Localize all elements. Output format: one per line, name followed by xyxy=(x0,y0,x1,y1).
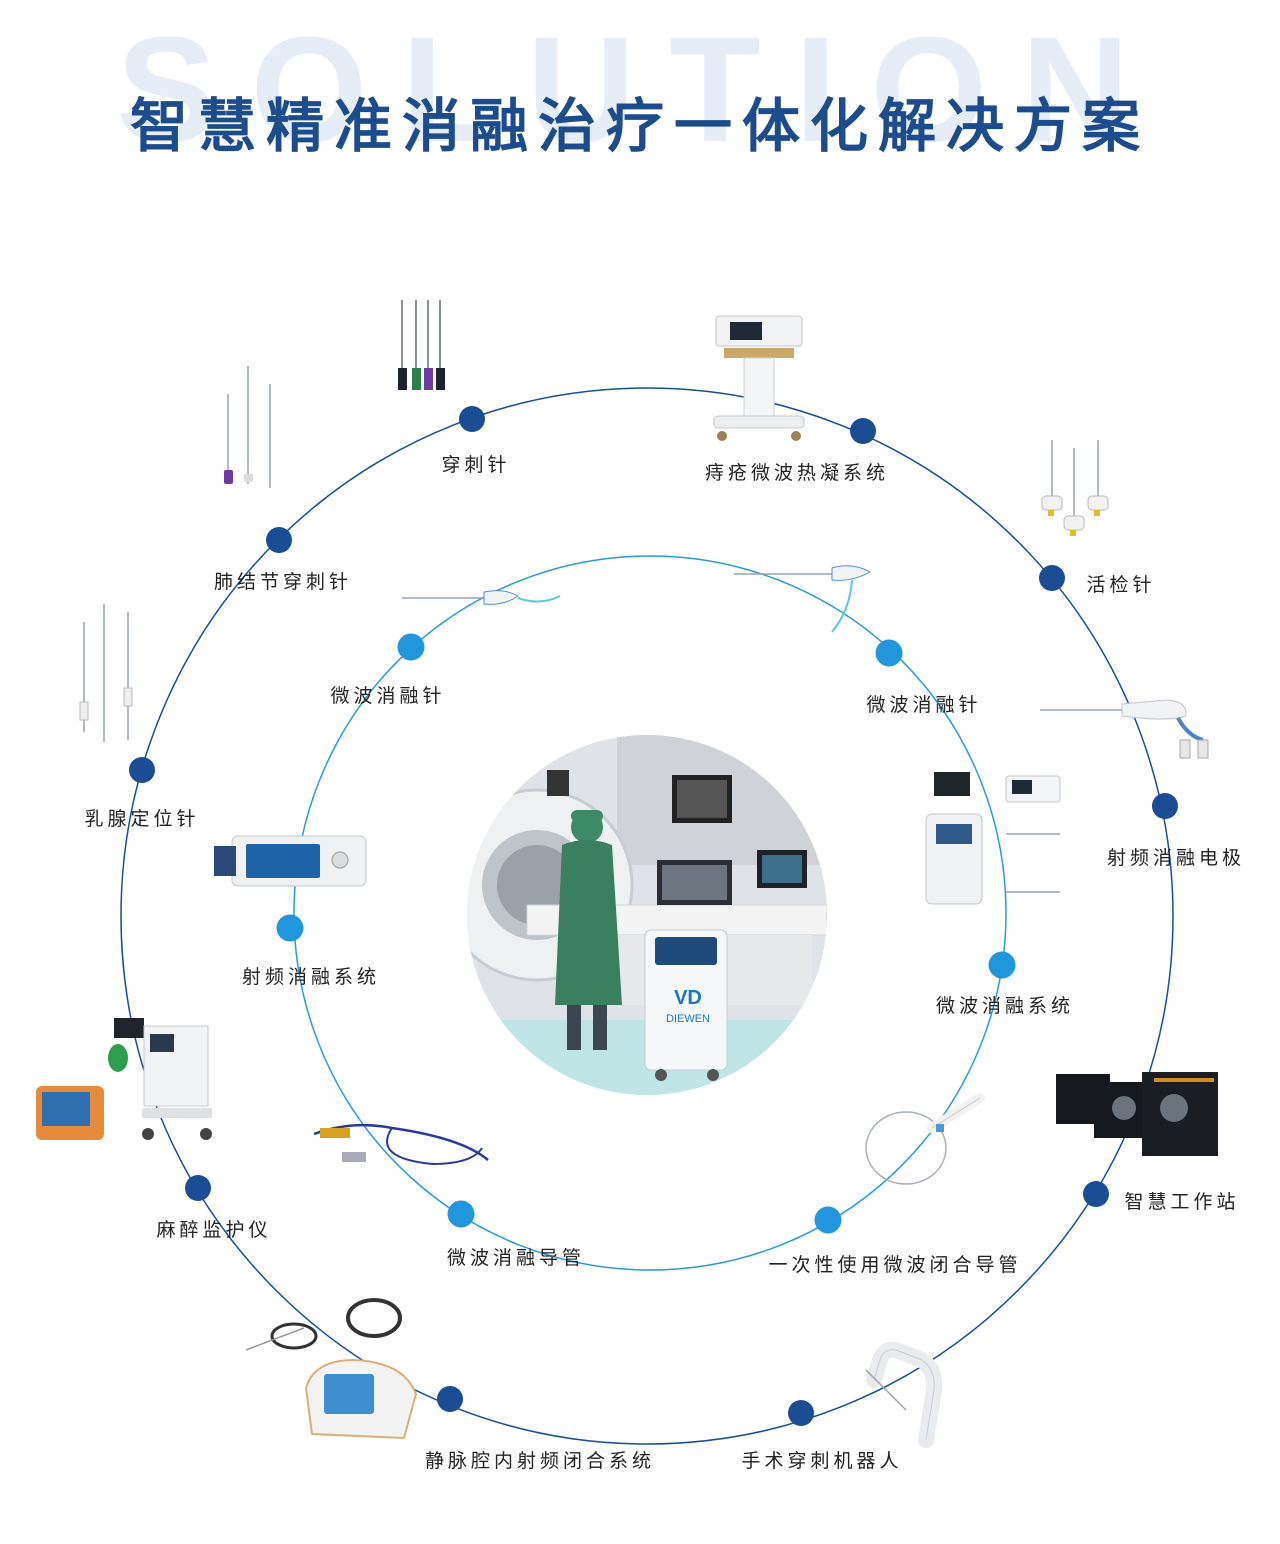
label-microwave-system: 微波消融系统 xyxy=(935,995,1075,1017)
outer-dot-5 xyxy=(1083,1181,1109,1207)
inner-dot-6 xyxy=(276,914,304,942)
outer-dot-2 xyxy=(850,418,876,444)
label-puncture-needle: 穿刺针 xyxy=(441,454,511,476)
center-device-brand: DIEWEN xyxy=(666,1013,710,1025)
microwave-needle-left-image xyxy=(402,590,561,605)
label-closure-catheter: 一次性使用微波闭合导管 xyxy=(768,1254,1022,1276)
label-lung-needle: 肺结节穿刺针 xyxy=(213,571,353,593)
inner-dot-4 xyxy=(814,1206,842,1234)
outer-dot-7 xyxy=(437,1386,463,1412)
label-breast-needle: 乳腺定位针 xyxy=(84,808,200,830)
anesthesia-monitor-image xyxy=(36,1018,212,1140)
inner-dot-2 xyxy=(875,639,903,667)
workstation-image xyxy=(1056,1072,1218,1156)
surgical-robot-image xyxy=(865,1341,943,1448)
label-microwave-needle-left: 微波消融针 xyxy=(330,685,446,707)
label-rf-system: 射频消融系统 xyxy=(241,966,381,988)
label-microwave-catheter: 微波消融导管 xyxy=(446,1247,586,1269)
inner-dot-5 xyxy=(447,1200,475,1228)
operating-room-illustration xyxy=(467,735,827,1095)
microwave-needle-right-image xyxy=(734,565,872,633)
label-hemorrhoid-system: 痔疮微波热凝系统 xyxy=(704,462,890,484)
inner-dot-3 xyxy=(988,951,1016,979)
lung-needle-image xyxy=(224,366,271,488)
outer-dot-4 xyxy=(1152,793,1178,819)
label-surgical-robot: 手术穿刺机器人 xyxy=(741,1450,903,1472)
biopsy-needle-image xyxy=(1041,440,1109,536)
label-venous-closure: 静脉腔内射频闭合系统 xyxy=(424,1450,656,1472)
inner-ring xyxy=(293,555,1007,1271)
page-title: 智慧精准消融治疗一体化解决方案 xyxy=(129,92,1150,160)
label-biopsy-needle: 活检针 xyxy=(1086,574,1156,596)
outer-dot-3 xyxy=(1039,565,1065,591)
label-anesthesia-monitor: 麻醉监护仪 xyxy=(156,1219,272,1241)
outer-dot-1 xyxy=(459,406,485,432)
microwave-system-image xyxy=(925,772,1061,905)
rf-electrode-image xyxy=(1040,699,1209,759)
label-microwave-needle-right: 微波消融针 xyxy=(866,694,982,716)
puncture-needle-image xyxy=(398,300,445,390)
rf-system-image xyxy=(214,835,367,887)
outer-dot-8 xyxy=(185,1175,211,1201)
outer-dot-6 xyxy=(788,1400,814,1426)
inner-dot-1 xyxy=(397,633,425,661)
outer-dot-9 xyxy=(129,757,155,783)
center-device-logo: VD xyxy=(674,987,702,1009)
outer-ring xyxy=(120,387,1174,1445)
label-rf-electrode: 射频消融电极 xyxy=(1106,847,1246,869)
background-word: SOLUTION xyxy=(116,5,1164,173)
label-smart-workstation: 智慧工作站 xyxy=(1124,1191,1240,1213)
breast-needle-image xyxy=(79,604,133,742)
venous-closure-image xyxy=(245,1298,418,1440)
closure-catheter-image xyxy=(865,1093,985,1185)
microwave-catheter-image xyxy=(313,1123,489,1166)
outer-dot-10 xyxy=(266,527,292,553)
center-scene: VD DIEWEN xyxy=(467,735,827,1095)
hemorrhoid-device-image xyxy=(713,315,805,441)
